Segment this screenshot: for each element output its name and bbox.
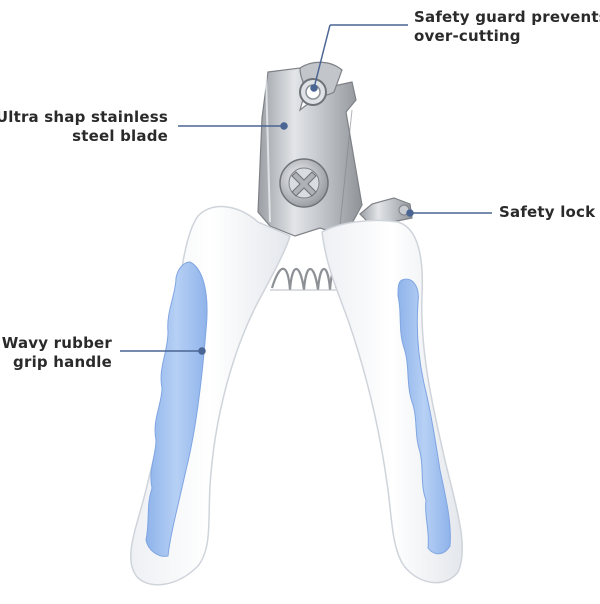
callout-safety-lock-line1: Safety lock (499, 203, 596, 221)
callout-grip: Wavy rubber grip handle (2, 334, 112, 372)
left-handle (130, 205, 291, 586)
spring (270, 267, 340, 291)
callout-blade-line2: steel blade (72, 127, 168, 145)
callout-safety-guard: Safety guard prevents over-cutting (414, 8, 600, 46)
callout-grip-line1: Wavy rubber (1, 334, 112, 352)
callout-safety-lock: Safety lock (499, 203, 595, 222)
callout-grip-line2: grip handle (13, 353, 112, 371)
callout-blade-line1: Ultra shap stainless (0, 108, 168, 126)
callout-lines (120, 24, 492, 355)
grip-rubber-left (145, 261, 208, 557)
right-handle (321, 219, 464, 584)
grip-rubber-right (397, 278, 451, 555)
pivot-screw (279, 158, 329, 208)
callout-blade: Ultra shap stainless steel blade (0, 108, 168, 146)
safety-guard (299, 78, 327, 106)
callout-safety-guard-line1: Safety guard prevents (414, 8, 600, 26)
callout-safety-guard-line2: over-cutting (414, 27, 521, 45)
